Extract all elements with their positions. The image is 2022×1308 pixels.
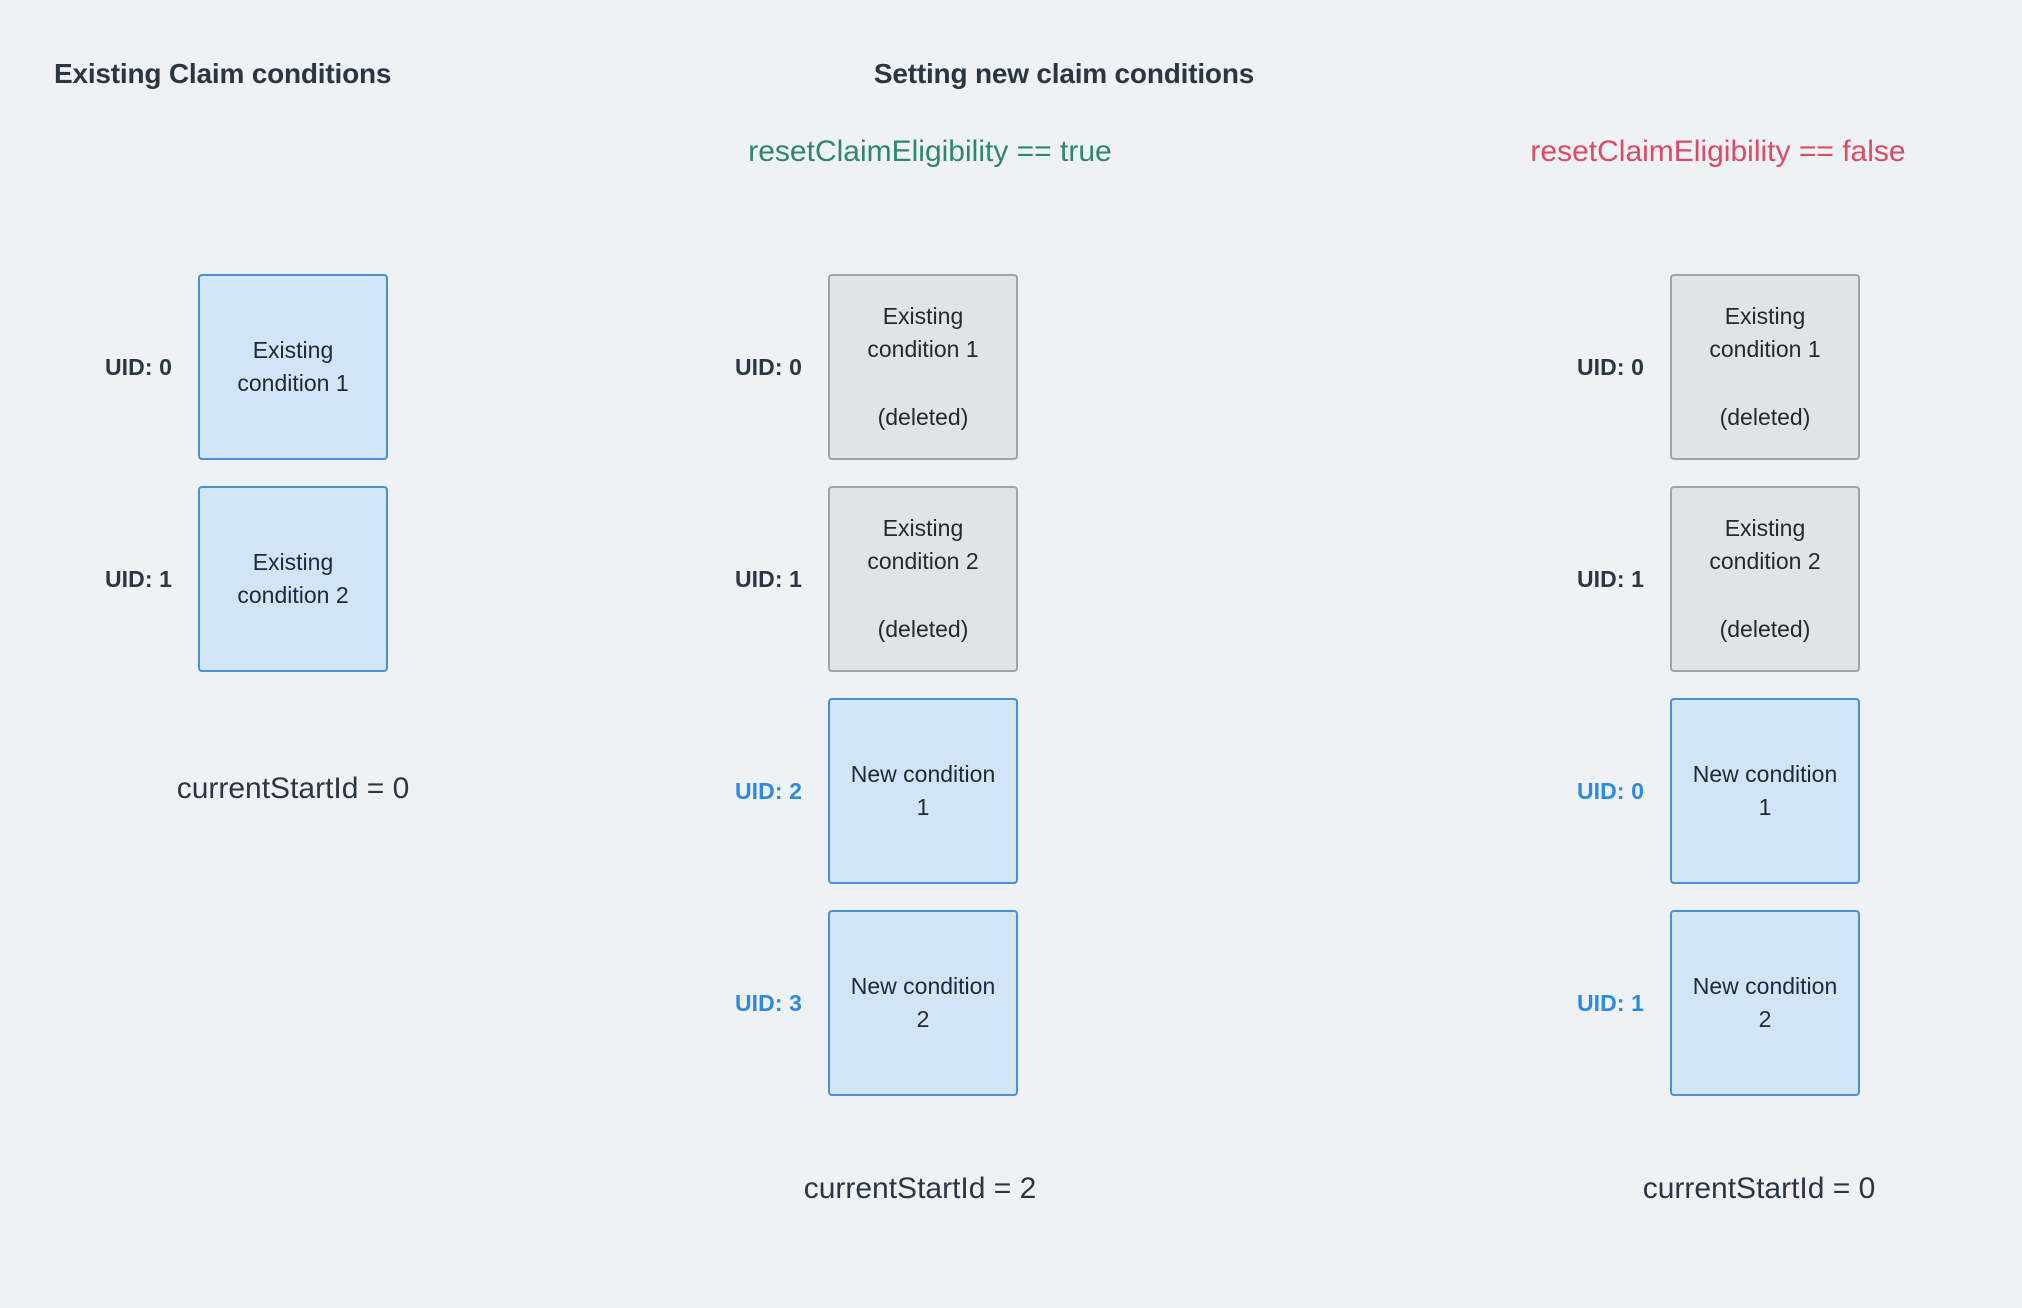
condition-row: UID: 1 New condition 2: [1472, 910, 1892, 1096]
condition-box: New condition 1: [828, 698, 1018, 884]
uid-label: UID: 1: [1576, 989, 1644, 1016]
condition-box: New condition 2: [828, 910, 1018, 1096]
condition-box-title: Existing condition 1: [867, 302, 979, 363]
uid-label: UID: 3: [734, 989, 802, 1016]
condition-row: UID: 1 Existing condition 2: [0, 486, 420, 672]
current-start-id-existing: currentStartId = 0: [176, 772, 410, 805]
condition-box: New condition 2: [1670, 910, 1860, 1096]
uid-label: UID: 1: [1576, 565, 1644, 592]
uid-label: UID: 0: [1576, 353, 1644, 380]
reset-eligibility-true-label: resetClaimEligibility == true: [748, 135, 1112, 168]
condition-box-title: Existing condition 1: [1709, 302, 1821, 363]
current-start-id-reset-false: currentStartId = 0: [1642, 1172, 1876, 1205]
condition-box-title: New condition 2: [1692, 972, 1838, 1032]
condition-row: UID: 0 Existing condition 1 (deleted): [1472, 274, 1892, 460]
condition-box-title: Existing condition 1: [237, 336, 349, 396]
condition-box-title: Existing condition 2: [867, 514, 979, 575]
condition-box-title: Existing condition 2: [237, 548, 349, 608]
uid-label: UID: 2: [734, 777, 802, 804]
condition-row: UID: 0 Existing condition 1: [0, 274, 420, 460]
deleted-condition-box: Existing condition 2 (deleted): [828, 486, 1018, 672]
condition-box: Existing condition 1: [198, 274, 388, 460]
current-start-id-reset-true: currentStartId = 2: [803, 1172, 1037, 1205]
condition-box: New condition 1: [1670, 698, 1860, 884]
condition-row: UID: 0 New condition 1: [1472, 698, 1892, 884]
column-existing-conditions: UID: 0 Existing condition 1 UID: 1 Existing…: [0, 0, 420, 1308]
condition-box-status: (deleted): [877, 615, 969, 642]
condition-box-status: (deleted): [1719, 403, 1811, 430]
condition-box: Existing condition 2: [198, 486, 388, 672]
uid-label: UID: 0: [104, 353, 172, 380]
condition-row: UID: 1 Existing condition 2 (deleted): [630, 486, 1050, 672]
condition-row: UID: 3 New condition 2: [630, 910, 1050, 1096]
deleted-condition-box: Existing condition 1 (deleted): [828, 274, 1018, 460]
condition-row: UID: 2 New condition 1: [630, 698, 1050, 884]
existing-conditions-heading: Existing Claim conditions: [54, 58, 392, 89]
condition-box-status: (deleted): [877, 403, 969, 430]
condition-row: UID: 0 Existing condition 1 (deleted): [630, 274, 1050, 460]
condition-box-title: New condition 2: [850, 972, 996, 1032]
condition-row: UID: 1 Existing condition 2 (deleted): [1472, 486, 1892, 672]
uid-label: UID: 1: [734, 565, 802, 592]
uid-label: UID: 0: [1576, 777, 1644, 804]
condition-box-title: Existing condition 2: [1709, 514, 1821, 575]
uid-label: UID: 0: [734, 353, 802, 380]
uid-label: UID: 1: [104, 565, 172, 592]
condition-box-title: New condition 1: [1692, 760, 1838, 820]
deleted-condition-box: Existing condition 2 (deleted): [1670, 486, 1860, 672]
condition-box-title: New condition 1: [850, 760, 996, 820]
reset-eligibility-false-label: resetClaimEligibility == false: [1530, 135, 1906, 168]
setting-new-conditions-heading: Setting new claim conditions: [873, 58, 1255, 89]
deleted-condition-box: Existing condition 1 (deleted): [1670, 274, 1860, 460]
condition-box-status: (deleted): [1719, 615, 1811, 642]
